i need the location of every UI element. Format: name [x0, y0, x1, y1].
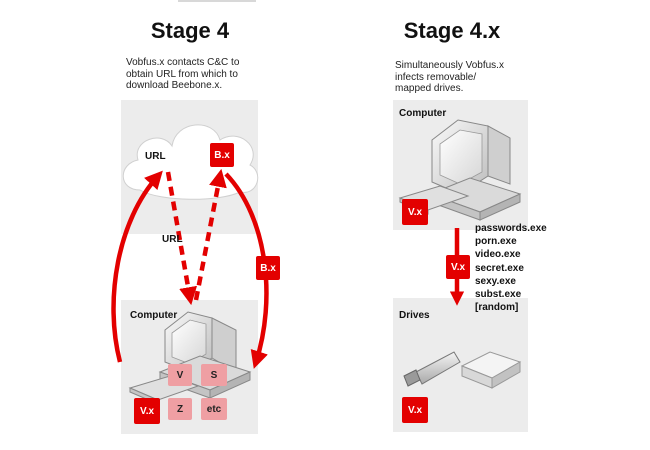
top-divider: [178, 0, 256, 2]
stage4-computer-vx-badge: V.x: [134, 398, 160, 424]
stage4x-title: Stage 4.x: [403, 18, 501, 43]
tile-s: S: [201, 364, 227, 386]
stage4-computer-label: Computer: [130, 310, 178, 321]
stage4x-computer-icon: [398, 119, 522, 221]
arrow-bx-badge: B.x: [256, 256, 280, 280]
stage4-description: Vobfus.x contacts C&C to obtain URL from…: [126, 57, 266, 92]
arrow-computer-to-bx-dashed: [193, 168, 227, 301]
external-drive-icon: [460, 351, 522, 389]
usb-drive-icon: [403, 351, 461, 387]
stage4x-description-line: mapped drives.: [395, 83, 464, 94]
cloud-bx-badge: B.x: [210, 143, 234, 167]
drives-label: Drives: [399, 310, 430, 321]
file-name: subst.exe: [475, 289, 522, 301]
stage4x-description-line: Simultaneously Vobfus.x: [395, 60, 504, 71]
stage4x-computer-label: Computer: [399, 108, 447, 119]
tile-etc: etc: [201, 398, 227, 420]
file-name: passwords.exe: [475, 223, 547, 234]
stage4-description-line: Vobfus.x contacts C&C to: [126, 57, 240, 68]
infected-file-list: passwords.exe porn.exe video.exe secret.…: [475, 222, 565, 314]
stage4-description-line: download Beebone.x.: [126, 80, 223, 91]
stage4x-description: Simultaneously Vobfus.x infects removabl…: [395, 60, 535, 95]
stage4-title: Stage 4: [150, 18, 230, 43]
file-name: [random]: [475, 302, 519, 314]
file-name: porn.exe: [475, 236, 517, 248]
stage4-description-line: obtain URL from which to: [126, 68, 238, 80]
file-name: sexy.exe: [475, 275, 516, 287]
stage4x-arrow-vx-badge: V.x: [446, 255, 470, 279]
file-name: secret.exe: [475, 262, 524, 274]
stage4x-description-line: infects removable/: [395, 71, 477, 83]
stage4x-computer-vx-badge: V.x: [402, 199, 428, 225]
stage4-computer-icon: [128, 311, 252, 405]
arrow-computer-to-cloud: [111, 170, 163, 363]
drives-vx-badge: V.x: [402, 397, 428, 423]
arrow-url-label: URL: [162, 234, 183, 245]
file-name: video.exe: [475, 249, 521, 261]
tile-v: V: [168, 364, 192, 386]
arrow-cloud-to-computer-dashed: [165, 171, 198, 306]
cloud-url-label: URL: [145, 151, 166, 162]
tile-z: Z: [168, 398, 192, 420]
